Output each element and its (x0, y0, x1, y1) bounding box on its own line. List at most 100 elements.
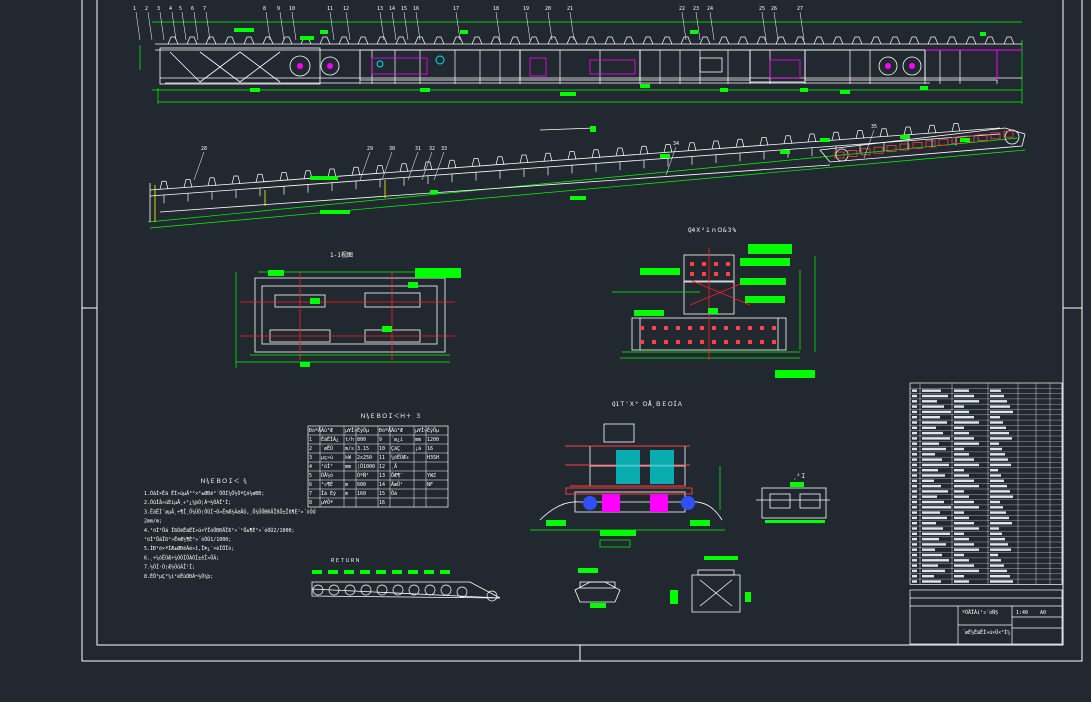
incline-balloon-leader (381, 151, 393, 181)
parts-list-index (912, 437, 917, 440)
parts-list-name (954, 516, 969, 520)
balloon-leader (403, 11, 409, 41)
incline-balloon-number: 32 (429, 146, 435, 152)
note-line: 1.ÕâÌ×Êä ËÍ»úµÄ°²×°±ØÐë°´ÕÕÍ¼Ö½ÒªÇó½øÐÐ; (144, 489, 264, 497)
parts-list-name (954, 389, 969, 392)
parts-list-material (990, 453, 1005, 456)
table-cell: 9 (379, 437, 382, 443)
carrier-idler (946, 36, 958, 45)
table-cell: ¸Ä (391, 463, 397, 470)
parts-list-index (912, 484, 917, 488)
return-roller-tag (328, 570, 338, 574)
carrier-idler (680, 36, 692, 45)
parts-list-material (990, 495, 1013, 498)
table-cell: kW (345, 455, 352, 461)
incline-balloon-number: 29 (367, 146, 373, 152)
parts-list-material (990, 506, 1003, 509)
table-cell: ÊäËÍÁ¿ (321, 435, 339, 443)
balloon-number: 7 (203, 6, 206, 12)
parts-list-name (954, 575, 964, 578)
balloon-number: 15 (401, 6, 407, 12)
return-idler-layout: ＲＥＴＵＲＮ (311, 558, 501, 602)
tail-hatch-block (860, 148, 871, 156)
carrier-idler (585, 36, 597, 45)
parts-list-name (954, 490, 964, 493)
parts-list-code (922, 548, 935, 551)
parts-list-code (922, 537, 939, 541)
parts-list-index (912, 416, 917, 419)
notes-title: Ｎ¾ＥＢＯＩ＜ ¾ (200, 478, 247, 485)
incline-idler (759, 137, 769, 146)
parts-list-index (912, 548, 917, 551)
parts-list-material (990, 389, 1001, 392)
parts-list-material (990, 400, 1007, 403)
parts-list-material (990, 431, 1009, 435)
parts-list-name (954, 426, 964, 429)
incline-idler (207, 177, 217, 186)
balloon-leader (181, 11, 187, 41)
parts-list-code (922, 416, 940, 419)
balloon-number: 22 (679, 6, 685, 12)
balloon-number: 1 (133, 6, 136, 12)
table-cell: NF (427, 482, 433, 488)
parts-list (909, 382, 1063, 585)
carrier-idler (661, 36, 673, 45)
incline-idler (663, 144, 673, 153)
table-cell: 14 (379, 482, 385, 488)
parts-list-code (922, 394, 948, 398)
table-cell: ´øËÙ (321, 445, 333, 452)
parts-list-name (954, 394, 974, 398)
parts-list-name (954, 511, 964, 514)
tail-hatch-block (912, 141, 923, 149)
parts-list-material (990, 469, 998, 472)
parts-list-material (990, 484, 1007, 488)
parts-list-code (922, 522, 936, 525)
incline-idler (447, 159, 457, 169)
section-bolt (640, 340, 644, 344)
parts-list-code (922, 506, 951, 509)
table-cell: Ãû³Æ (321, 427, 333, 434)
balloon-number: 5 (179, 6, 182, 12)
parts-list-code (922, 463, 949, 467)
balloon-leader (159, 11, 165, 41)
return-roller (312, 584, 324, 596)
table-cell: 600 (357, 482, 366, 488)
parts-list-code (922, 500, 944, 504)
carrier-idler (319, 36, 331, 45)
section-bolt (736, 326, 740, 330)
incline-balloon-number: 30 (389, 146, 395, 152)
troughing-idler-tags (578, 556, 751, 608)
incline-dimension-tag (960, 138, 970, 142)
section-bolt (714, 262, 718, 266)
return-roller (360, 584, 372, 596)
carrier-idler (813, 36, 825, 45)
elevation-dimension-lines (139, 21, 1023, 104)
balloon-leader (345, 11, 351, 41)
table-cell: ÐòºÅ (379, 427, 391, 434)
section-bolt (702, 272, 706, 276)
incline-dimension-tag (310, 176, 338, 180)
parts-list-code (922, 580, 941, 583)
table-cell: ÐòºÅ (309, 427, 321, 434)
carrier-idler (889, 36, 901, 45)
carrier-idler (490, 36, 502, 45)
return-roller-tag (392, 570, 402, 574)
parts-list-material (990, 416, 1000, 419)
carrier-idler (642, 36, 654, 45)
note-line: ¹öÍ²ÖáÏß²»Ë®Æ½¶È²»´óÓÚ1/1000; (144, 535, 231, 543)
parts-list-name (954, 527, 979, 530)
incline-balloon-leader (193, 151, 205, 181)
section-bolt (688, 326, 692, 330)
parts-list-index (912, 575, 917, 578)
parts-list-name (954, 469, 964, 472)
parts-list-name (954, 458, 974, 461)
incline-idler (375, 165, 385, 174)
incline-idler (879, 128, 889, 137)
parts-list-material (990, 527, 999, 530)
incline-idler (303, 170, 313, 179)
balloon-leader (279, 11, 285, 41)
title-block: ºÓÄÏÀí¹¤´óÑ§ ´øÊ½ÊäËÍ»ú×Ü×°Í¼ 1:40 A0 (909, 589, 1063, 645)
tail-hatch-block (899, 143, 910, 151)
